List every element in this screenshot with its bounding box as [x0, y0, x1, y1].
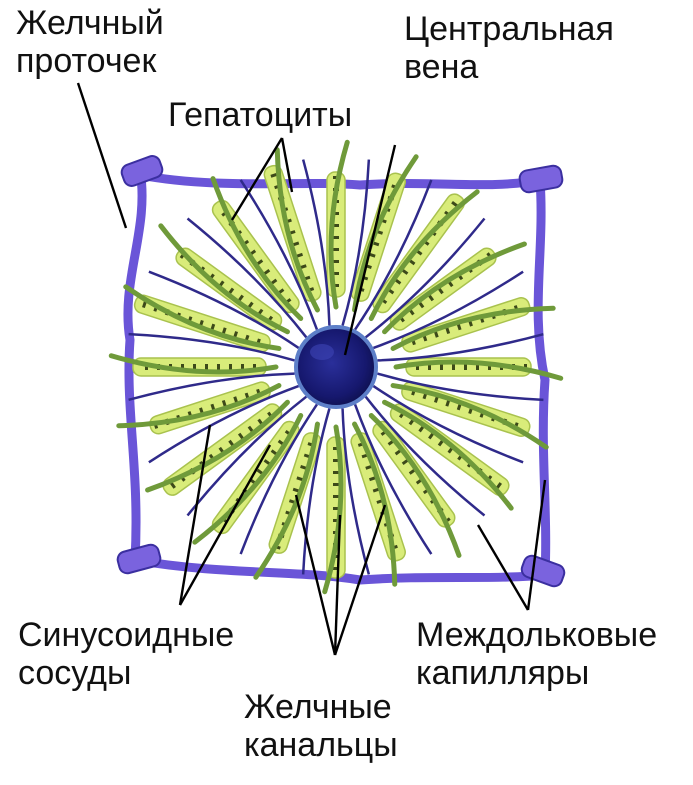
leader-interlobular-1	[476, 524, 530, 611]
bile-canaliculus	[328, 139, 350, 310]
leader-canal-2	[333, 514, 342, 656]
leader-central-vein	[343, 144, 397, 356]
leader-sinusoid-1	[178, 424, 212, 606]
bile-canaliculus	[322, 424, 344, 595]
bile-canaliculus	[210, 176, 304, 321]
label-hepatocytes-line1: Гепатоциты	[168, 96, 353, 134]
sinusoid-vessel	[148, 270, 300, 349]
label-central-vein-line1: Центральная	[404, 10, 614, 48]
label-canaliculi: Желчные канальцы	[244, 688, 398, 764]
sinusoid-vessel	[372, 270, 524, 350]
label-sinusoids-line2: сосуды	[18, 654, 132, 692]
sinusoid-vessel	[341, 159, 371, 326]
label-canaliculi-line2: канальцы	[244, 726, 398, 764]
label-bile-duct: Желчный проточек	[16, 4, 164, 80]
label-sinusoids: Синусоидные сосуды	[18, 616, 234, 692]
bile-canaliculus	[116, 383, 282, 429]
bile-canaliculus	[352, 154, 419, 313]
bile-canaliculus	[108, 353, 279, 375]
sinusoid-vessel	[239, 403, 318, 555]
label-central-vein: Центральная вена	[404, 10, 614, 86]
bile-canaliculus	[192, 413, 304, 545]
bile-canaliculus	[368, 189, 480, 321]
label-central-vein-line2: вена	[404, 48, 479, 86]
vessel-stubs	[116, 155, 566, 588]
sinusoid-vessel	[353, 403, 433, 555]
bile-canaliculi	[108, 139, 564, 595]
bile-canaliculus	[382, 399, 514, 511]
sinusoid-vessel	[186, 395, 308, 517]
bile-canaliculus	[274, 147, 320, 313]
bile-canaliculus	[253, 421, 320, 580]
bile-canaliculus	[145, 399, 290, 493]
label-hepatocytes: Гепатоциты	[168, 96, 352, 134]
label-interlobular: Междольковые капилляры	[416, 616, 657, 692]
bile-canaliculus	[123, 284, 282, 351]
leader-bile-duct	[76, 82, 128, 229]
sinusoid-vessel	[364, 395, 486, 517]
leader-sinusoid-2	[178, 444, 272, 606]
bile-canaliculus	[368, 413, 462, 558]
bile-canaliculus	[352, 421, 398, 587]
label-sinusoids-line1: Синусоидные	[18, 616, 235, 654]
central-vein-highlight	[310, 344, 334, 360]
sinusoid-vessel	[186, 217, 308, 339]
sinusoid-vessel	[354, 179, 433, 331]
leader-hepatocytes-1	[230, 137, 284, 221]
leader-hepatocytes-2	[280, 137, 294, 193]
label-interlobular-line2: капилляры	[416, 654, 590, 692]
bile-canaliculus	[382, 241, 527, 335]
sinusoid-vessel	[377, 372, 544, 402]
bile-canaliculus	[393, 359, 564, 381]
sinusoid-vessel	[341, 408, 371, 575]
central-vein	[294, 325, 378, 409]
sinusoid-vessel	[377, 332, 544, 362]
leader-canal-1	[294, 494, 337, 656]
sinusoid-vessel	[128, 332, 295, 362]
sinusoid-vessel	[372, 385, 524, 464]
label-bile-duct-line1: Желчный	[16, 4, 164, 42]
sinusoid-vessel	[301, 408, 331, 575]
sinusoid-vessel	[128, 372, 295, 402]
label-canaliculi-line1: Желчные	[244, 688, 392, 726]
sinusoid-network	[128, 159, 544, 575]
sinusoid-vessel	[148, 384, 300, 464]
sinusoid-vessel	[364, 217, 486, 339]
bile-canaliculus	[390, 305, 556, 351]
sinusoid-vessel	[239, 179, 319, 331]
label-interlobular-line1: Междольковые	[416, 616, 658, 654]
sinusoid-vessel	[301, 159, 331, 326]
leader-interlobular-2	[526, 479, 547, 611]
bile-canaliculus	[158, 223, 290, 335]
leader-lines	[76, 82, 547, 656]
leader-canal-3	[333, 504, 387, 656]
label-bile-duct-line2: проточек	[16, 42, 157, 80]
bile-canaliculus	[390, 383, 549, 450]
